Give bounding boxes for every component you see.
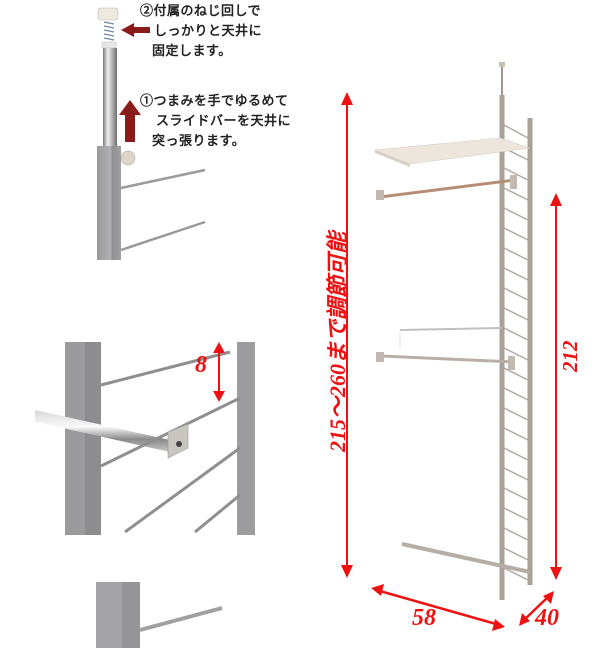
hanger-bracket-illustration bbox=[35, 342, 255, 535]
rung-spacing-label: 8 bbox=[195, 352, 207, 378]
double-arrow-width-icon bbox=[371, 584, 505, 631]
double-arrow-depth-icon bbox=[519, 591, 554, 626]
step2-line-3: 固定します。 bbox=[152, 44, 232, 59]
pole-illustration bbox=[97, 7, 206, 260]
step1-line-3: 突っ張ります。 bbox=[152, 134, 246, 149]
step2-callout: ②付属のねじ回しで しっかりと天井に 固定します。 bbox=[140, 2, 262, 62]
step1-line-2: スライドバーを天井に bbox=[156, 114, 292, 129]
rung-spacing-detail-panel: 8 bbox=[30, 340, 270, 535]
width-label: 58 bbox=[412, 605, 436, 631]
arrow-up-icon bbox=[119, 100, 141, 142]
arrow-left-icon bbox=[121, 23, 150, 37]
rack-illustration bbox=[374, 62, 533, 600]
full-rack-panel: 215〜260まで調節可能 212 58 40 bbox=[300, 60, 600, 648]
double-arrow-vertical-icon bbox=[213, 342, 225, 402]
step1-callout: ①つまみを手でゆるめて スライドバーを天井に 突っ張ります。 bbox=[140, 92, 291, 152]
step1-line-1: ①つまみを手でゆるめて bbox=[140, 94, 289, 109]
post-base-illustration bbox=[96, 582, 223, 648]
depth-label: 40 bbox=[535, 605, 559, 631]
pole-detail-panel: ②付属のねじ回しで しっかりと天井に 固定します。 ①つまみを手でゆるめて スラ… bbox=[0, 0, 300, 260]
step2-line-1: ②付属のねじ回しで bbox=[140, 4, 262, 19]
bottom-post-detail-panel bbox=[80, 578, 240, 648]
double-arrow-height-adjust-icon bbox=[341, 92, 353, 578]
step2-line-2: しっかりと天井に bbox=[154, 24, 263, 39]
double-arrow-frame-height-icon bbox=[550, 193, 562, 580]
